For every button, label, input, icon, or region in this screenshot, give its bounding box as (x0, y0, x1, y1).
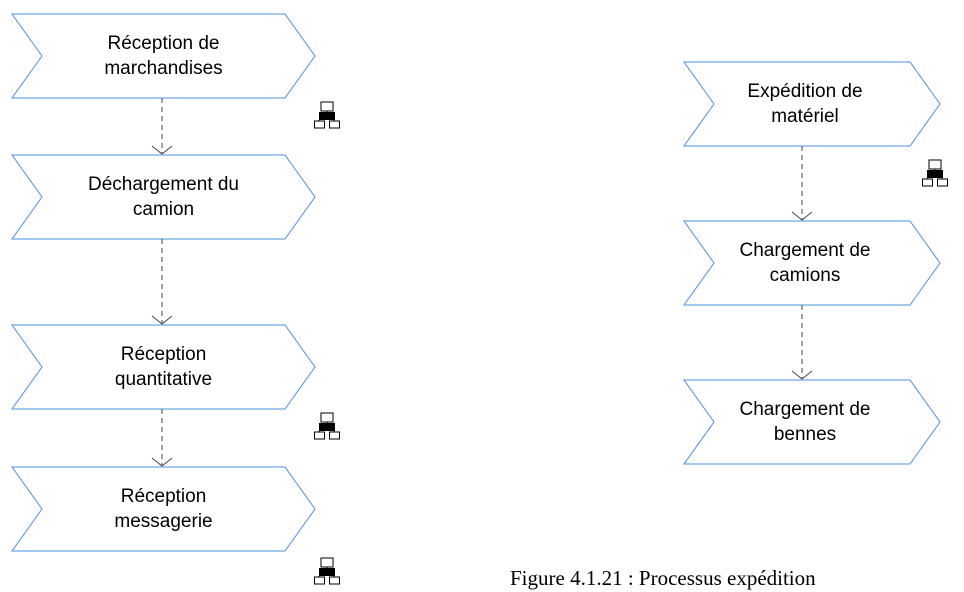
process-shape-reception-quantitative (11, 324, 316, 410)
process-shape-dechargement-camion (11, 154, 316, 240)
process-shape-expedition-materiel (683, 61, 941, 147)
process-shape-chargement-bennes (683, 379, 941, 465)
org-hierarchy-icon (314, 557, 340, 585)
figure-caption: Figure 4.1.21 : Processus expédition (510, 566, 816, 590)
connector-arrow (791, 305, 813, 380)
connector-arrow (151, 409, 173, 467)
process-shape-reception-messagerie (11, 466, 316, 552)
org-hierarchy-icon (922, 159, 948, 187)
org-hierarchy-icon (314, 412, 340, 440)
connector-arrow (791, 146, 813, 221)
process-shape-reception-marchandises (11, 13, 316, 99)
org-hierarchy-icon (314, 101, 340, 129)
process-shape-chargement-camions (683, 220, 941, 306)
connector-arrow (151, 239, 173, 325)
connector-arrow (151, 98, 173, 155)
